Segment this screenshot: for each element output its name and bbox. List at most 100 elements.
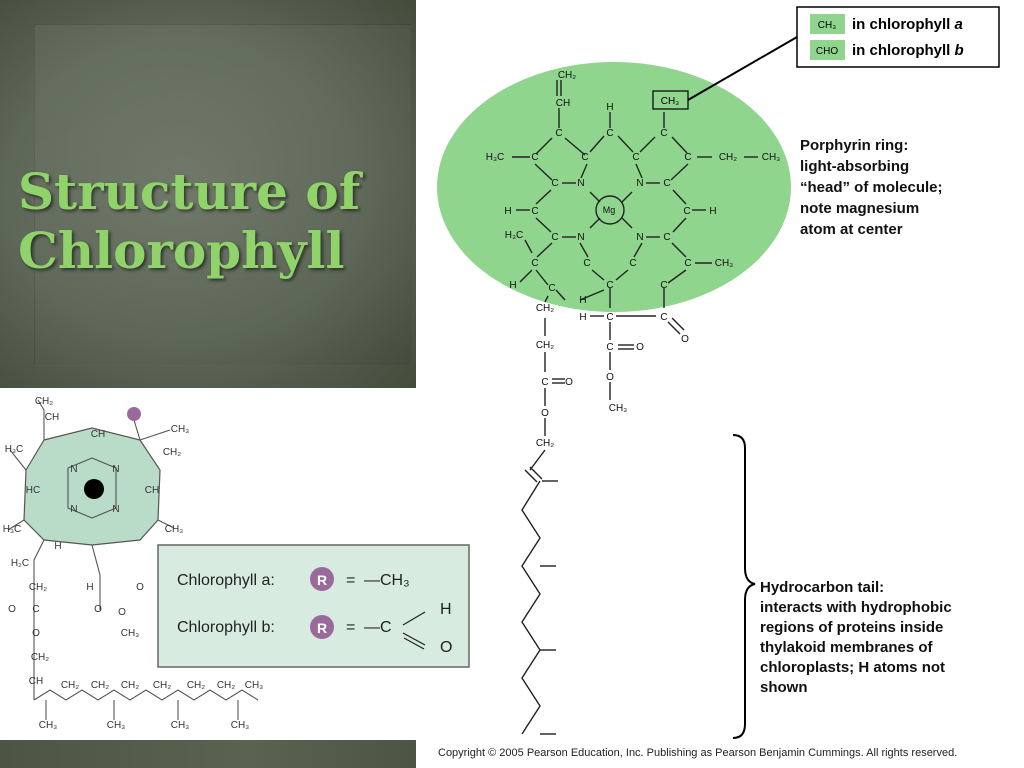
svg-text:N: N [577,232,584,243]
svg-text:C: C [531,152,538,163]
svg-text:N: N [636,232,643,243]
svg-text:C: C [581,152,588,163]
svg-text:N: N [636,178,643,189]
inset-r-text-a: R [317,572,327,588]
svg-text:C: C [684,258,691,269]
svg-text:CH: CH [29,676,43,687]
tail-methyl-branches [540,565,556,735]
svg-text:C: C [660,312,667,323]
svg-text:C: C [606,280,613,291]
svg-text:H: H [579,295,586,306]
svg-text:CH₃: CH₃ [171,720,190,731]
svg-text:CH: CH [556,98,570,109]
ring-ch3-box: CH₃ [652,90,689,110]
svg-text:CH₂: CH₂ [217,680,235,691]
svg-text:CH₂: CH₂ [187,680,205,691]
svg-text:O: O [681,334,689,345]
svg-text:H: H [504,206,511,217]
svg-text:N: N [112,464,119,475]
legend-cho-text: in chlorophyll b [852,42,964,59]
svg-text:C: C [531,206,538,217]
ring-ch3-text: CH₃ [661,96,680,107]
inset-r-badge-b [310,615,334,639]
svg-text:C: C [583,258,590,269]
svg-text:C: C [548,283,555,294]
svg-text:H₃C: H₃C [486,152,505,163]
svg-text:N: N [70,504,77,515]
legend-ch3-text: in chlorophyll a [852,16,963,33]
svg-text:CH₂: CH₂ [536,438,554,449]
inset-legend-box [157,544,470,668]
title-panel: Structure of Chlorophyll [0,0,416,388]
svg-text:CH₂: CH₂ [91,680,109,691]
svg-text:H: H [709,206,716,217]
bottom-decor-bar [0,740,416,768]
legend-pointer-line [687,36,798,101]
title-line-1: Structure of [18,162,361,221]
svg-text:CH₃: CH₃ [231,720,250,731]
svg-text:N: N [112,504,119,515]
svg-text:O: O [541,408,549,419]
svg-text:N: N [70,464,77,475]
inset-h: H [440,601,452,618]
svg-text:H: H [86,582,93,593]
inset-mg-atom [84,479,104,499]
svg-text:CH₃: CH₃ [165,524,184,535]
svg-text:C: C [606,342,613,353]
svg-text:O: O [94,604,102,615]
slide-title: Structure of Chlorophyll [18,162,408,280]
svg-text:C: C [555,128,562,139]
mg-atom: Mg [603,205,616,215]
svg-text:C: C [531,258,538,269]
svg-text:C: C [632,152,639,163]
title-line-2: Chlorophyll [18,221,345,280]
svg-text:C: C [551,232,558,243]
inset-r-text-b: R [317,620,327,636]
svg-text:CH₃: CH₃ [121,628,140,639]
svg-text:CH₂: CH₂ [121,680,139,691]
porphyrin-label: Porphyrin ring: light-absorbing “head” o… [800,137,947,238]
svg-text:H: H [606,102,613,113]
svg-text:CH₂: CH₂ [35,396,53,407]
svg-text:C: C [684,152,691,163]
svg-text:H₃C: H₃C [3,524,22,535]
tail-bracket [732,434,756,739]
svg-text:C: C [551,178,558,189]
svg-text:CH: CH [45,412,59,423]
svg-text:C: C [660,280,667,291]
svg-text:CH₂: CH₂ [536,340,554,351]
svg-text:CH₂: CH₂ [558,70,576,81]
copyright-notice: Copyright © 2005 Pearson Education, Inc.… [438,747,958,759]
svg-text:O: O [136,582,144,593]
svg-text:CH₃: CH₃ [107,720,126,731]
title-paper-texture [34,24,411,366]
svg-text:C: C [32,604,39,615]
svg-text:O: O [8,604,16,615]
svg-text:C: C [663,232,670,243]
svg-text:H₃C: H₃C [5,444,24,455]
svg-text:C: C [606,312,613,323]
svg-text:C: C [660,128,667,139]
svg-text:O: O [636,342,644,353]
porphyrin-highlight [437,62,791,312]
inset-r-badge-a [310,567,334,591]
legend-ch3-box: CH₃ [818,20,837,31]
svg-text:N: N [577,178,584,189]
svg-text:CH₃: CH₃ [171,424,190,435]
svg-text:C: C [683,206,690,217]
svg-text:O: O [606,372,614,383]
svg-text:CH₂: CH₂ [29,582,47,593]
svg-text:CH₃: CH₃ [39,720,58,731]
legend-box: CH₃ CHO in chlorophyll a in chlorophyll … [796,6,1000,68]
hydrocarbon-tail [521,480,541,735]
svg-text:CH: CH [145,485,159,496]
porphyrin-skeleton [512,80,758,483]
svg-text:H: H [579,312,586,323]
inset-eq-a: = [346,572,355,589]
inset-ch3: —CH₃ [364,572,410,589]
svg-text:H: H [509,280,516,291]
svg-text:C: C [606,128,613,139]
